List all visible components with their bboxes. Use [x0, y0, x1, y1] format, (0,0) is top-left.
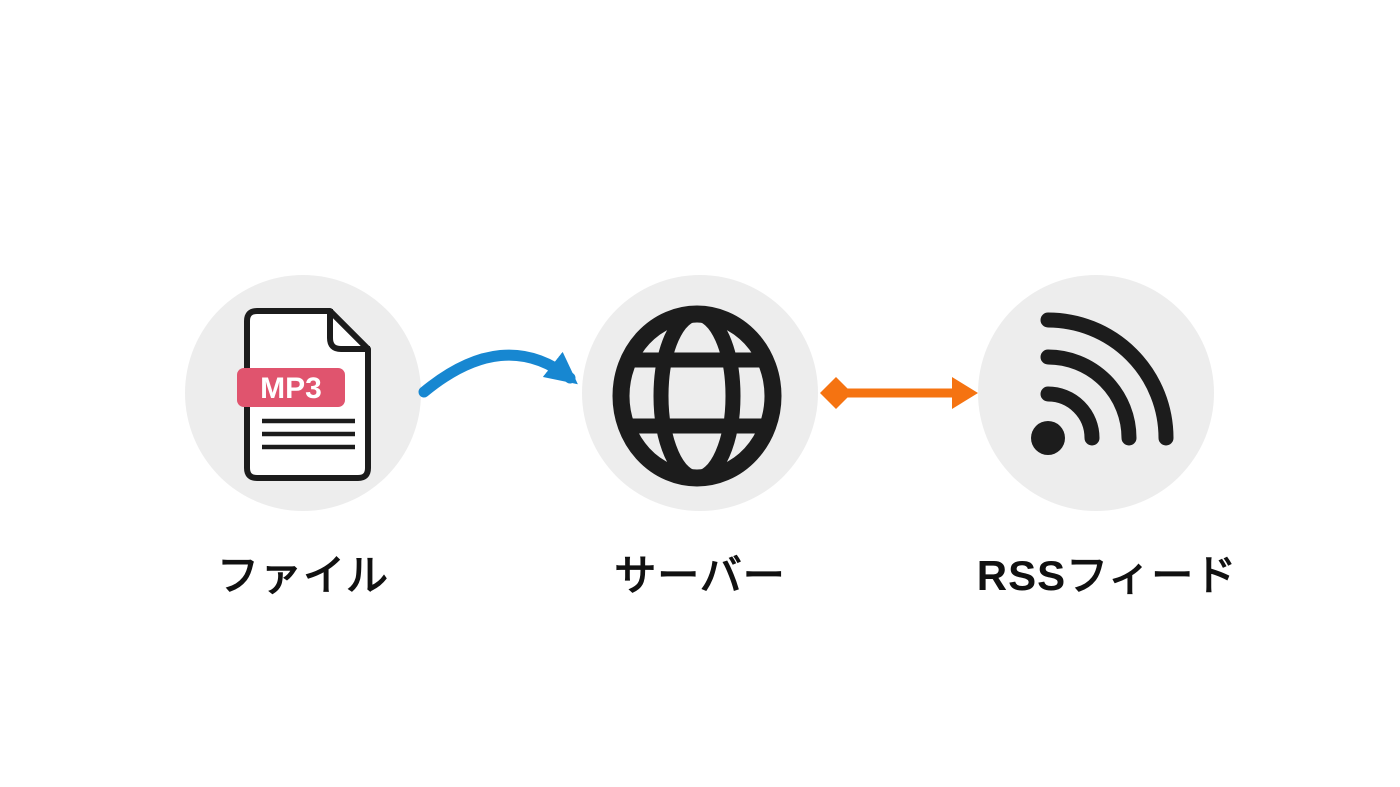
rss-icon: [1031, 312, 1174, 455]
mp3-file-icon: MP3: [237, 308, 371, 481]
node-rss-circle: [978, 275, 1214, 511]
node-label-rss: RSSフィード: [976, 552, 1238, 599]
node-label-server: サーバー: [614, 552, 786, 599]
node-label-file: ファイル: [216, 552, 389, 599]
mp3-badge-text: MP3: [260, 372, 322, 405]
mp3-badge: [237, 368, 345, 407]
sync-arrow: [820, 377, 978, 409]
upload-arrow: [418, 349, 578, 398]
globe-icon: [612, 305, 782, 487]
